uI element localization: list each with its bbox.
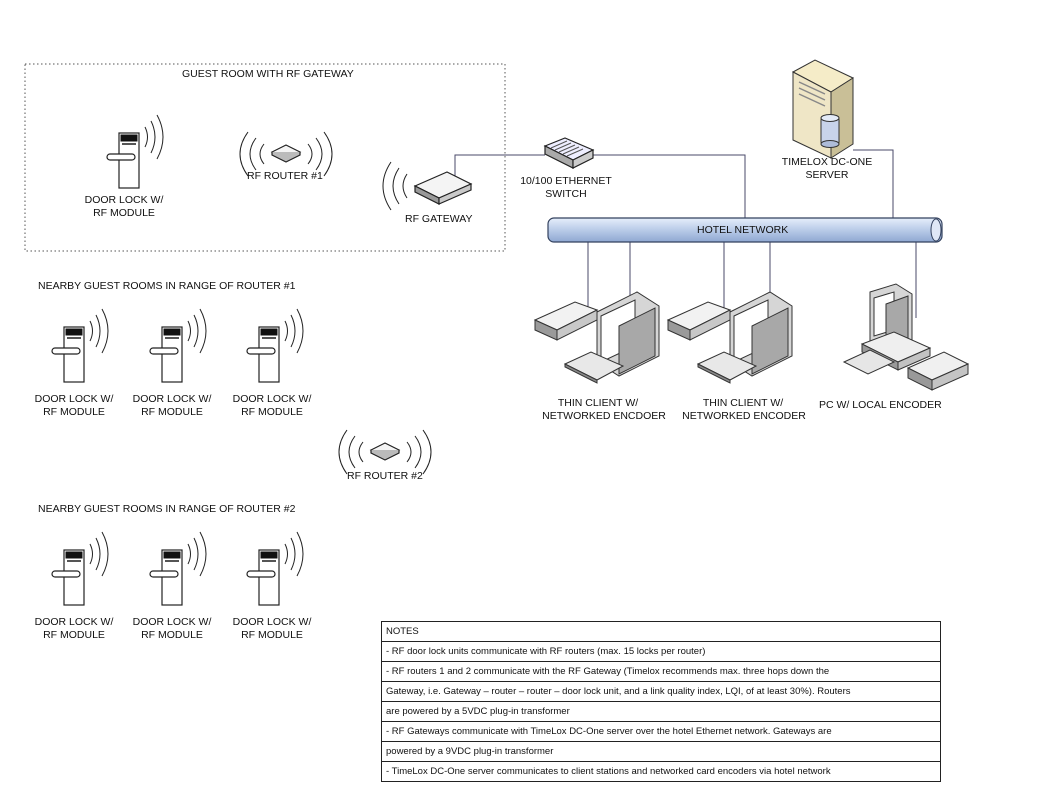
door-lock-icon [51, 531, 109, 606]
guest-room-title: GUEST ROOM WITH RF GATEWAY [182, 68, 354, 80]
door-lock-icon [246, 531, 304, 606]
door-lock-label: RF MODULE [93, 207, 155, 219]
notes-line: Gateway, i.e. Gateway – router – router … [381, 681, 941, 702]
door-lock-label: RF MODULE [141, 629, 203, 641]
thin-client-1-label: NETWORKED ENCDOER [542, 410, 666, 422]
door-lock-label: DOOR LOCK W/ [233, 616, 312, 628]
network-links [454, 149, 917, 318]
door-lock-icon [246, 308, 304, 383]
guest-room-boundary [24, 63, 506, 252]
ethernet-switch-icon [543, 137, 595, 169]
door-lock-label: DOOR LOCK W/ [35, 616, 114, 628]
door-lock-label: RF MODULE [241, 629, 303, 641]
notes-table: NOTES - RF door lock units communicate w… [381, 621, 941, 782]
thin-client-icon [667, 291, 793, 384]
ethernet-switch-label: SWITCH [545, 188, 586, 200]
door-lock-label: DOOR LOCK W/ [133, 393, 212, 405]
server-label: TIMELOX DC-ONE [782, 156, 872, 168]
rf-router-2-label: RF ROUTER #2 [347, 470, 423, 482]
notes-header: NOTES [381, 621, 941, 642]
door-lock-icon [106, 114, 164, 189]
server-icon [791, 59, 855, 159]
rf-gateway-label: RF GATEWAY [405, 213, 472, 225]
door-lock-icon [51, 308, 109, 383]
thin-client-2-label: THIN CLIENT W/ [703, 397, 783, 409]
notes-line: - RF door lock units communicate with RF… [381, 641, 941, 662]
door-lock-label: RF MODULE [241, 406, 303, 418]
door-lock-label: RF MODULE [43, 629, 105, 641]
door-lock-label: DOOR LOCK W/ [35, 393, 114, 405]
server-label: SERVER [806, 169, 849, 181]
notes-line: - RF Gateways communicate with TimeLox D… [381, 721, 941, 742]
door-lock-label: DOOR LOCK W/ [85, 194, 164, 206]
notes-line: powered by a 9VDC plug-in transformer [381, 741, 941, 762]
rf-router-1-label: RF ROUTER #1 [247, 170, 323, 182]
ethernet-switch-label: 10/100 ETHERNET [520, 175, 612, 187]
thin-client-1-label: THIN CLIENT W/ [558, 397, 638, 409]
thin-client-icon [534, 291, 660, 384]
notes-line: are powered by a 5VDC plug-in transforme… [381, 701, 941, 722]
door-lock-label: DOOR LOCK W/ [233, 393, 312, 405]
notes-line: - TimeLox DC-One server communicates to … [381, 761, 941, 782]
hotel-network-bus [547, 217, 943, 243]
nearby-router2-title: NEARBY GUEST ROOMS IN RANGE OF ROUTER #2 [38, 503, 296, 515]
pc-label: PC W/ LOCAL ENCODER [819, 399, 942, 411]
door-lock-label: RF MODULE [141, 406, 203, 418]
door-lock-icon [149, 531, 207, 606]
door-lock-label: DOOR LOCK W/ [133, 616, 212, 628]
door-lock-label: RF MODULE [43, 406, 105, 418]
rf-router-icon [338, 429, 432, 475]
nearby-router1-title: NEARBY GUEST ROOMS IN RANGE OF ROUTER #1 [38, 280, 296, 292]
door-lock-icon [149, 308, 207, 383]
notes-line: - RF routers 1 and 2 communicate with th… [381, 661, 941, 682]
hotel-network-label: HOTEL NETWORK [697, 224, 788, 236]
rf-gateway-icon [382, 161, 473, 211]
pc-icon [842, 283, 970, 391]
thin-client-2-label: NETWORKED ENCODER [682, 410, 806, 422]
